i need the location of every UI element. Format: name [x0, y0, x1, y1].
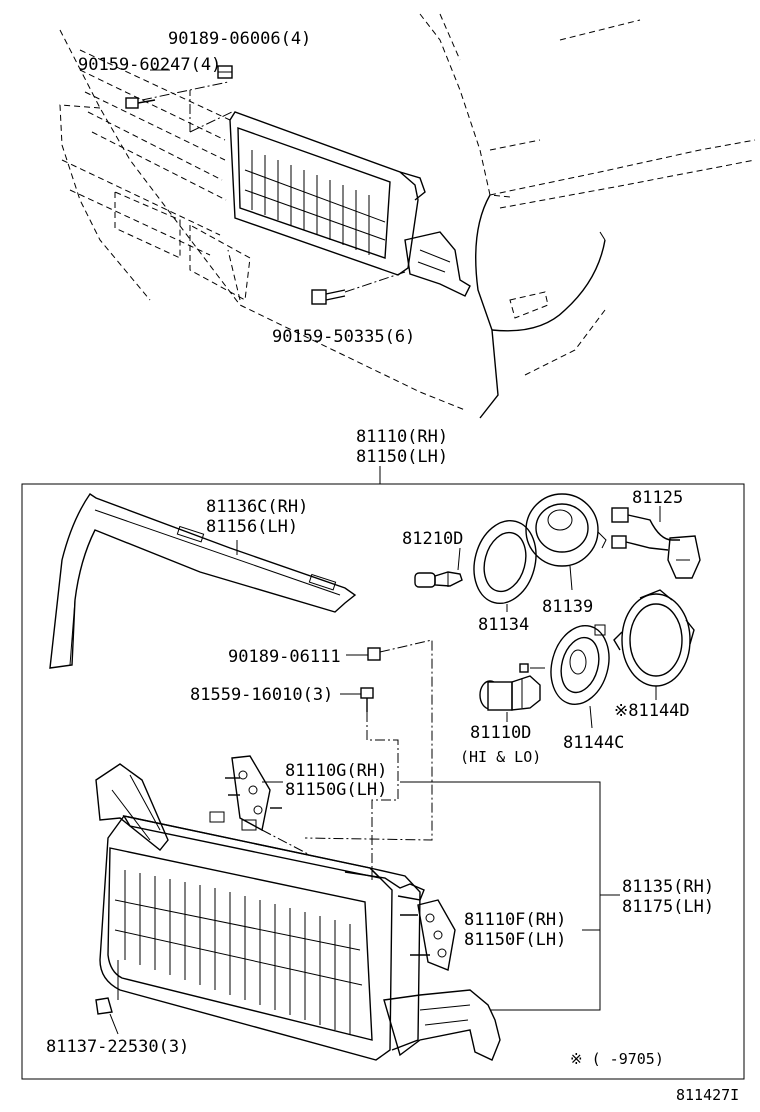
diagram-code: 811427I	[676, 1086, 739, 1104]
label-bulb-main: 81110D	[470, 723, 531, 743]
exploded-view-frame	[21, 483, 745, 1080]
label-unit-rh: 81135(RH)	[622, 877, 714, 897]
label-bracket-lower-rh: 81110F(RH)	[464, 910, 566, 930]
bulb-cover	[525, 493, 607, 591]
small-bulb-icon	[414, 571, 463, 588]
lower-bracket	[400, 899, 456, 971]
label-bracket-upper-rh: 81110G(RH)	[285, 761, 387, 781]
label-assy-lh: 81150(LH)	[356, 447, 448, 467]
label-screw-inner: 81559-16010(3)	[190, 685, 333, 705]
top-nut-icon	[217, 65, 233, 79]
trim-molding	[49, 493, 357, 669]
top-leader-lines	[141, 69, 406, 293]
label-trim-rh: 81136C(RH)	[206, 497, 308, 517]
headlamp-unit	[95, 763, 501, 1061]
label-nut-top: 90189-06006(4)	[168, 29, 311, 49]
main-bulb-icon	[479, 663, 545, 711]
label-bracket-upper-lh: 81150G(LH)	[285, 780, 387, 800]
vehicle-front-body	[59, 13, 756, 419]
label-bracket-lower-lh: 81150F(LH)	[464, 930, 566, 950]
label-unit-lh: 81175(LH)	[622, 897, 714, 917]
label-retainer: 81144C	[563, 733, 624, 753]
label-clip: 81137-22530(3)	[46, 1037, 189, 1057]
unit-leader-lines	[400, 781, 620, 1011]
installed-headlamp	[229, 111, 471, 297]
label-bulb-small: 81210D	[402, 529, 463, 549]
inner-screw-icon	[360, 687, 374, 712]
clip-icon	[95, 997, 113, 1015]
label-socket: 81125	[632, 488, 683, 508]
mid-bolt-icon	[311, 289, 346, 305]
label-bolt-top: 90159-60247(4)	[78, 55, 221, 75]
label-trim-lh: 81156(LH)	[206, 517, 298, 537]
label-gasket: 81134	[478, 615, 529, 635]
top-bolt-icon	[125, 97, 156, 109]
bulb-retainer	[550, 624, 610, 706]
gasket-ring	[473, 519, 537, 605]
label-bulb-main-note: (HI & LO)	[460, 748, 541, 766]
inner-chain-lines	[261, 639, 433, 880]
label-nut-inner: 90189-06111	[228, 647, 341, 667]
retaining-ring	[613, 589, 695, 687]
label-cover: 81139	[542, 597, 593, 617]
footnote: ※ ( -9705)	[570, 1050, 664, 1068]
label-assy-rh: 81110(RH)	[356, 427, 448, 447]
upper-bracket	[225, 755, 282, 832]
socket-harness	[611, 506, 701, 579]
label-bolt-mid: 90159-50335(6)	[272, 327, 415, 347]
label-ring: ※81144D	[614, 701, 690, 721]
inner-nut-icon	[367, 647, 381, 661]
